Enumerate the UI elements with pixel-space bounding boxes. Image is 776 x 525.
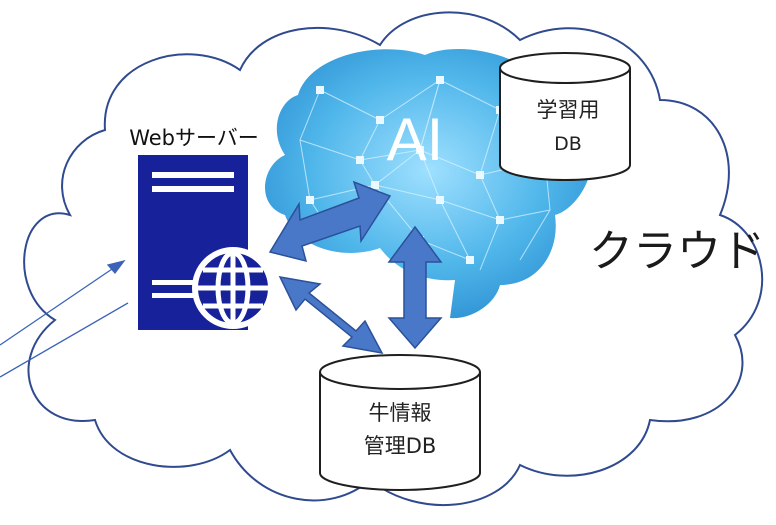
training-db-label-line2: DB — [554, 133, 582, 155]
server-cattle-db-arrow — [278, 276, 384, 355]
ai-label: AI — [387, 106, 444, 173]
cattle-db-cylinder-icon: 牛情報 管理DB — [319, 354, 481, 491]
server-globe-icon — [138, 155, 274, 330]
training-db-cylinder-icon: 学習用 DB — [499, 52, 631, 181]
incoming-access-arrows — [0, 259, 129, 378]
training-db-label-line1: 学習用 — [537, 98, 600, 122]
web-server-label: Webサーバー — [129, 126, 259, 150]
cloud-label: クラウド — [589, 226, 765, 277]
cattle-db-label-line2: 管理DB — [364, 434, 437, 458]
cattle-db-label-line1: 牛情報 — [369, 401, 432, 425]
ai-cattle-db-arrow — [387, 225, 443, 350]
server-ai-arrow — [268, 180, 392, 263]
